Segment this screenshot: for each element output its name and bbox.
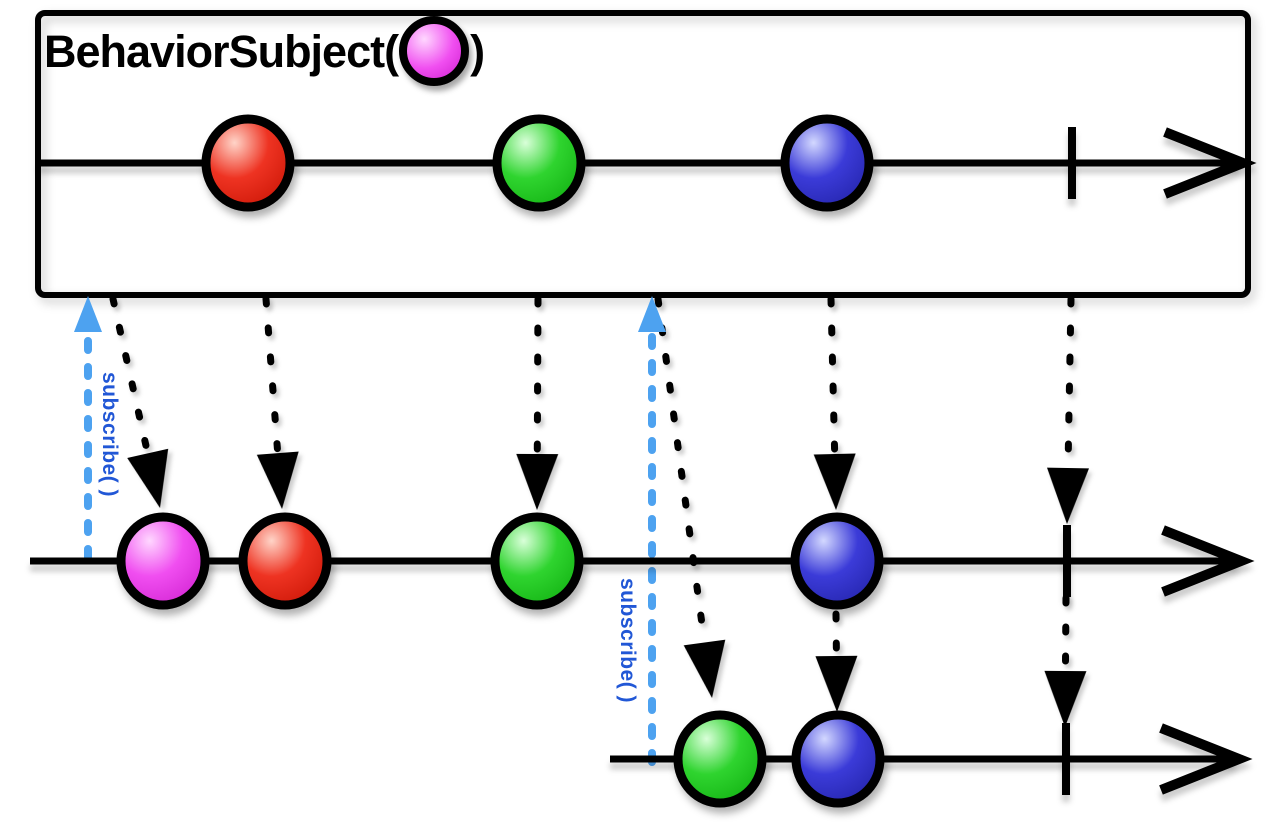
title-prefix: BehaviorSubject( xyxy=(44,25,399,77)
emission-arrow-line xyxy=(109,295,152,457)
subscribe-label: subscribe( ) xyxy=(616,578,639,703)
marble-red-subscriber-1 xyxy=(238,512,332,610)
emission-arrowhead-icon xyxy=(815,655,858,712)
marble-green-source xyxy=(492,114,586,212)
marble-blue-subscriber-1 xyxy=(790,512,884,610)
emission-arrowhead-icon xyxy=(813,453,856,510)
emission-arrow-line xyxy=(1061,594,1070,675)
emission-arrowhead-icon xyxy=(516,453,559,510)
marble-blue-source xyxy=(780,114,874,212)
subscribe-label: subscribe( ) xyxy=(98,372,121,497)
timeline-arrowhead-icon xyxy=(1161,525,1255,597)
emission-arrow-line xyxy=(262,295,282,457)
emission-arrowhead-icon xyxy=(256,451,299,509)
marble-blue-subscriber-2 xyxy=(791,710,885,808)
marble-green-subscriber-2 xyxy=(673,710,767,808)
subscribe-arrowhead-icon xyxy=(638,296,666,332)
emission-arrowhead-icon xyxy=(1046,467,1089,524)
marble-magenta-subscriber-1 xyxy=(116,512,210,610)
emission-arrow-line xyxy=(654,295,708,647)
initial-value-marble-icon xyxy=(399,16,470,86)
title-suffix: ) xyxy=(470,25,485,77)
emission-arrowhead-icon xyxy=(683,639,726,698)
emission-arrow-line xyxy=(1064,295,1075,472)
subscribe-arrowhead-icon xyxy=(74,296,102,332)
timeline-arrowhead-icon xyxy=(1159,723,1253,795)
emission-arrowhead-icon xyxy=(127,448,169,508)
marble-red-source xyxy=(201,114,295,212)
marble-green-subscriber-1 xyxy=(490,512,584,610)
emission-arrowhead-icon xyxy=(1044,670,1087,727)
emission-arrow-line xyxy=(827,295,839,458)
timeline-arrowhead-icon xyxy=(1163,127,1257,199)
behavior-subject-box xyxy=(35,10,1251,298)
diagram-title: BehaviorSubject( ) xyxy=(44,16,485,86)
emission-arrow-line xyxy=(533,295,542,458)
